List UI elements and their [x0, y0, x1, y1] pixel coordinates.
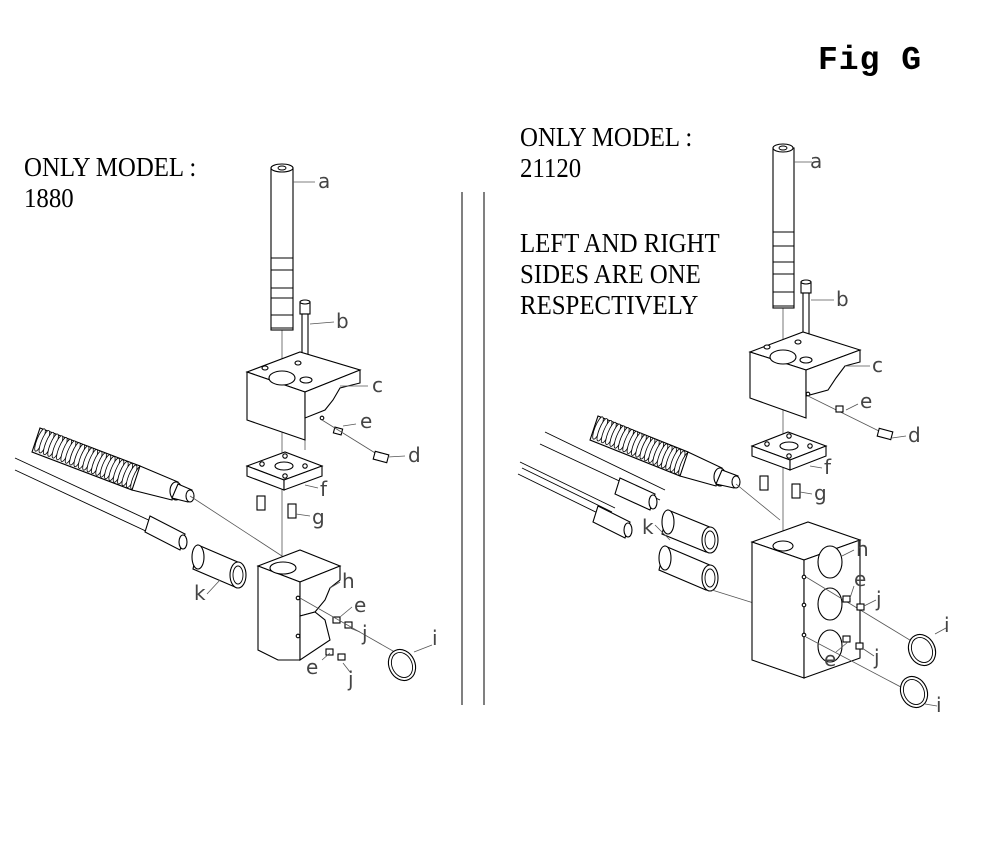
- left-block-c: [245, 351, 362, 441]
- figure-title: Fig G: [818, 42, 923, 79]
- left-label-d: d: [408, 443, 421, 467]
- left-label-j1: j: [361, 621, 368, 645]
- right-label-e2: e: [854, 567, 866, 591]
- left-assembly: a b c e d f g h e j e j k i: [14, 163, 438, 691]
- right-bushings-k: [658, 509, 719, 592]
- right-note-line-1: ONLY MODEL :: [520, 122, 693, 152]
- left-label-e3: e: [306, 655, 318, 679]
- right-feedrods: [517, 431, 666, 539]
- right-label-a: a: [810, 149, 822, 173]
- left-label-i: i: [432, 626, 438, 650]
- right-leaders: [654, 161, 947, 707]
- right-extra-line-1: LEFT AND RIGHT: [520, 228, 720, 258]
- right-label-i2: i: [936, 693, 942, 717]
- left-note-line-2: 1880: [24, 183, 74, 213]
- left-label-h: h: [342, 569, 355, 593]
- left-label-e1: e: [360, 409, 372, 433]
- left-bushing-k: [191, 544, 247, 589]
- left-plate-f: [245, 451, 324, 491]
- right-label-e1: e: [860, 389, 872, 413]
- right-label-d: d: [908, 423, 921, 447]
- right-extra-line-2: SIDES ARE ONE: [520, 259, 701, 289]
- right-shaft-a: [772, 143, 795, 309]
- left-leaders: [206, 181, 433, 673]
- right-label-f: f: [824, 455, 832, 479]
- left-feedrod: [14, 457, 188, 551]
- right-plate-f: [750, 431, 828, 471]
- right-label-c: c: [872, 353, 883, 377]
- left-label-k: k: [194, 581, 206, 605]
- left-bracket-h: [256, 549, 342, 662]
- left-bolt-d: [372, 450, 390, 464]
- right-assembly: a b c e d f g h e j e j k i i: [517, 143, 950, 717]
- right-pins-g: [759, 475, 801, 499]
- left-label-j2: j: [347, 667, 354, 691]
- left-leadscrew: [31, 427, 195, 503]
- right-label-g: g: [814, 481, 827, 505]
- left-shaft-a: [270, 163, 294, 331]
- left-label-b: b: [336, 309, 349, 333]
- right-extra-line-3: RESPECTIVELY: [520, 290, 699, 320]
- right-screw-e-top: [835, 405, 844, 413]
- right-rings-i: [899, 633, 937, 709]
- left-note-line-1: ONLY MODEL :: [24, 152, 197, 182]
- left-model-note: ONLY MODEL : 1880: [24, 152, 196, 214]
- right-note-line-2: 21120: [520, 153, 582, 183]
- left-label-a: a: [318, 169, 330, 193]
- left-label-e2: e: [354, 593, 366, 617]
- right-label-k: k: [642, 515, 654, 539]
- left-label-c: c: [372, 373, 383, 397]
- right-block-c: [748, 331, 862, 419]
- right-label-i1: i: [944, 613, 950, 637]
- right-label-e3: e: [824, 647, 836, 671]
- panel-divider: [461, 192, 485, 705]
- left-ring-i: [387, 648, 417, 682]
- right-label-h: h: [856, 537, 869, 561]
- right-label-j1: j: [875, 587, 882, 611]
- right-screws-ej: [842, 595, 865, 650]
- right-label-j2: j: [873, 645, 880, 669]
- right-bolt-d: [876, 427, 894, 441]
- left-pins-g: [256, 495, 297, 519]
- right-label-b: b: [836, 287, 849, 311]
- right-leadscrew: [589, 415, 741, 489]
- left-screws-ej: [325, 616, 353, 661]
- right-extra-note: LEFT AND RIGHT SIDES ARE ONE RESPECTIVEL…: [520, 228, 720, 321]
- left-label-f: f: [320, 477, 328, 501]
- left-bolt-b: [299, 299, 311, 361]
- right-model-note: ONLY MODEL : 21120: [520, 122, 692, 184]
- left-label-g: g: [312, 505, 325, 529]
